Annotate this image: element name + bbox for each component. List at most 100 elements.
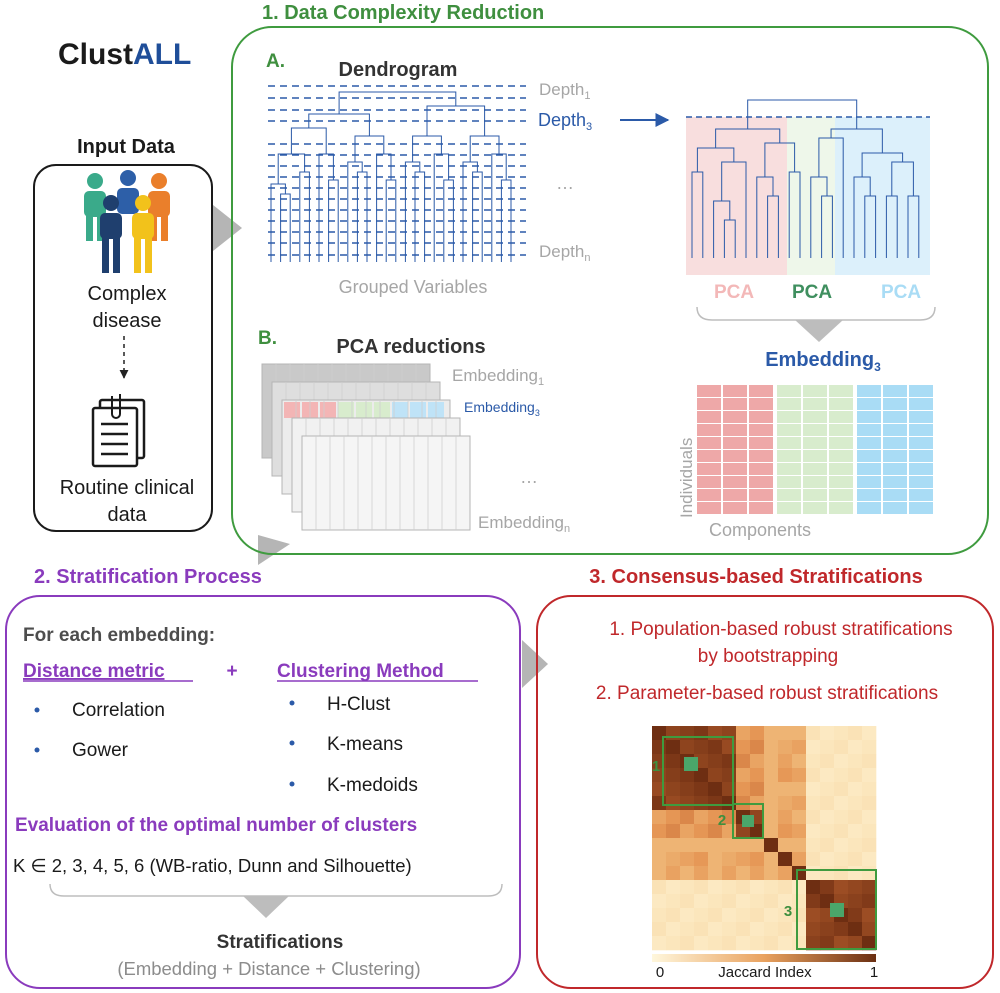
heatmap-cell — [722, 852, 737, 867]
heatmap-cell — [708, 768, 723, 783]
embedding-3-label: Embedding3 — [464, 399, 540, 418]
heatmap-cell — [792, 782, 807, 797]
heatmap-cell — [750, 754, 765, 769]
matrix-cell — [857, 437, 881, 449]
heatmap-cell — [666, 852, 681, 867]
heatmap-cell — [806, 880, 821, 895]
method-item: K-means — [327, 734, 403, 755]
cluster-2-center — [742, 815, 754, 827]
heatmap-cell — [778, 754, 793, 769]
heatmap-cell — [736, 726, 751, 741]
matrix-cell — [857, 398, 881, 410]
heatmap-cell — [862, 824, 877, 839]
embedding-matrix — [697, 385, 933, 514]
depth-n-label: Depthn — [539, 242, 591, 264]
heatmap-cell — [750, 936, 765, 951]
heatmap-cell — [792, 768, 807, 783]
heatmap-cell — [722, 922, 737, 937]
heatmap-cell — [708, 838, 723, 853]
heatmap-cell — [708, 880, 723, 895]
k-range-line: K ∈ 2, 3, 4, 5, 6 (WB-ratio, Dunn and Si… — [13, 855, 412, 876]
matrix-cell — [883, 463, 907, 475]
heatmap-cell — [848, 782, 863, 797]
heatmap-cell — [708, 740, 723, 755]
heatmap-cell — [862, 810, 877, 825]
heatmap-cell — [652, 810, 667, 825]
heatmap-cell — [750, 726, 765, 741]
matrix-cell — [723, 489, 747, 501]
for-each-embedding-label: For each embedding: — [23, 625, 215, 646]
cluster-label-1: 1 — [652, 758, 660, 775]
pca-label-blue: PCA — [881, 282, 921, 303]
heatmap-cell — [806, 810, 821, 825]
matrix-cell — [749, 437, 773, 449]
heatmap-cell — [848, 740, 863, 755]
heatmap-cell — [862, 852, 877, 867]
heatmap-cell — [736, 922, 751, 937]
heatmap-cell — [764, 740, 779, 755]
heatmap-cell — [862, 880, 877, 895]
matrix-cell — [883, 450, 907, 462]
heatmap-cell — [666, 824, 681, 839]
heatmap-cell — [694, 810, 709, 825]
heatmap-cell — [680, 908, 695, 923]
matrix-cell — [723, 385, 747, 397]
dendrogram-large — [268, 85, 526, 262]
dendrogram-branch — [469, 135, 500, 162]
heatmap-cell — [778, 824, 793, 839]
heatmap-cell — [680, 824, 695, 839]
scale-min-label: 0 — [656, 964, 664, 981]
heatmap-cell — [820, 866, 835, 881]
heatmap-cell — [792, 922, 807, 937]
heatmap-cell — [806, 740, 821, 755]
heatmap-cell — [792, 810, 807, 825]
matrix-cell — [777, 424, 801, 436]
heatmap-cell — [806, 726, 821, 741]
heatmap-cell — [834, 796, 849, 811]
heatmap-cell — [862, 922, 877, 937]
method-item: K-medoids — [327, 775, 418, 796]
pca-label-green: PCA — [792, 282, 832, 303]
heatmap-cell — [666, 740, 681, 755]
dendrogram-branch — [299, 171, 310, 262]
heatmap-cell — [694, 880, 709, 895]
heatmap-cell — [834, 824, 849, 839]
matrix-cell — [749, 411, 773, 423]
heatmap-cell — [666, 782, 681, 797]
cluster-label-2: 2 — [718, 812, 726, 829]
embedding-color-cell — [392, 402, 408, 418]
matrix-cell — [697, 489, 721, 501]
embedding-color-cell — [320, 402, 336, 418]
dendrogram-branch — [412, 135, 442, 162]
heatmap-cell — [764, 824, 779, 839]
matrix-cell — [857, 385, 881, 397]
matrix-cell — [749, 489, 773, 501]
heatmap-cell — [652, 866, 667, 881]
heatmap-cell — [666, 936, 681, 951]
heatmap-cell — [708, 866, 723, 881]
heatmap-cell — [778, 922, 793, 937]
section1-label-b: B. — [258, 328, 277, 349]
heatmap-cell — [820, 838, 835, 853]
heatmap-cell — [750, 740, 765, 755]
dendrogram-branch — [277, 153, 306, 184]
dendrogram-branch — [338, 91, 457, 114]
heatmap-cell — [764, 894, 779, 909]
matrix-cell — [909, 476, 933, 488]
components-axis-label: Components — [709, 520, 811, 540]
dendrogram-branch — [414, 171, 426, 262]
heatmap-cell — [778, 908, 793, 923]
matrix-cell — [883, 411, 907, 423]
heatmap-cell — [806, 838, 821, 853]
heatmap-cell — [652, 740, 667, 755]
matrix-cell — [883, 398, 907, 410]
matrix-cell — [829, 411, 853, 423]
matrix-cell — [697, 437, 721, 449]
matrix-cell — [857, 424, 881, 436]
heatmap-cell — [834, 936, 849, 951]
matrix-cell — [723, 411, 747, 423]
heatmap-cell — [708, 796, 723, 811]
cluster-label-3: 3 — [784, 903, 792, 920]
heatmap-cell — [820, 922, 835, 937]
matrix-cell — [909, 450, 933, 462]
